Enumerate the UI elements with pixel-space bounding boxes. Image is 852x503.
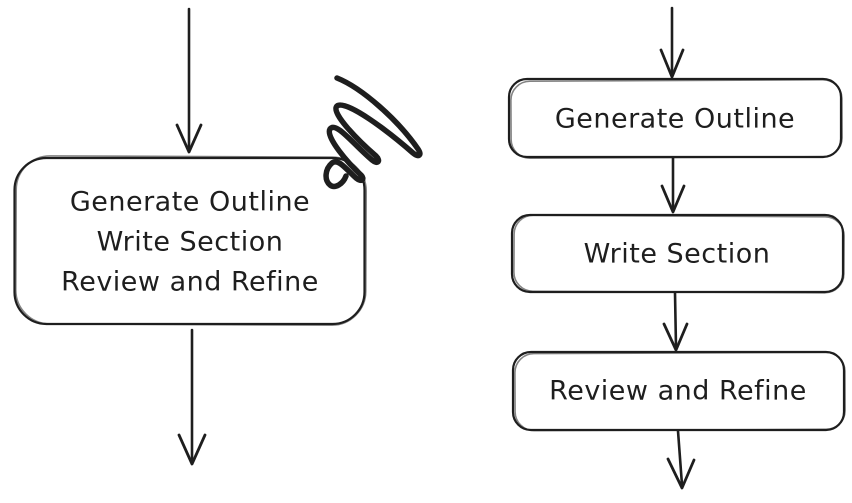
left-outgoing-arrow-icon	[177, 328, 207, 466]
combined-node-line-3: Review and Refine	[61, 267, 319, 298]
connector-arrow-2-icon	[662, 291, 689, 352]
combined-node-box	[13, 156, 366, 326]
right-flow: Generate Outline Write Section	[507, 6, 846, 490]
node-generate-outline-box	[507, 77, 843, 159]
connector-arrow-1-icon	[660, 156, 686, 214]
node-write-section: Write Section	[510, 213, 845, 294]
left-flow: Generate Outline Write Section Review an…	[13, 7, 423, 466]
combined-node-line-1: Generate Outline	[70, 187, 310, 218]
node-write-section-label: Write Section	[584, 239, 771, 270]
node-review-and-refine: Review and Refine	[511, 350, 846, 432]
node-generate-outline-label: Generate Outline	[555, 104, 795, 135]
right-incoming-arrow-icon	[659, 6, 685, 79]
scribble-mark-icon	[323, 75, 423, 190]
combined-node-line-2: Write Section	[97, 227, 284, 258]
node-generate-outline: Generate Outline	[507, 77, 843, 160]
node-write-section-box	[510, 213, 845, 294]
node-review-and-refine-label: Review and Refine	[549, 376, 807, 407]
combined-node: Generate Outline Write Section Review an…	[13, 155, 368, 326]
right-outgoing-arrow-icon	[666, 429, 696, 490]
left-incoming-arrow-icon	[175, 7, 203, 154]
